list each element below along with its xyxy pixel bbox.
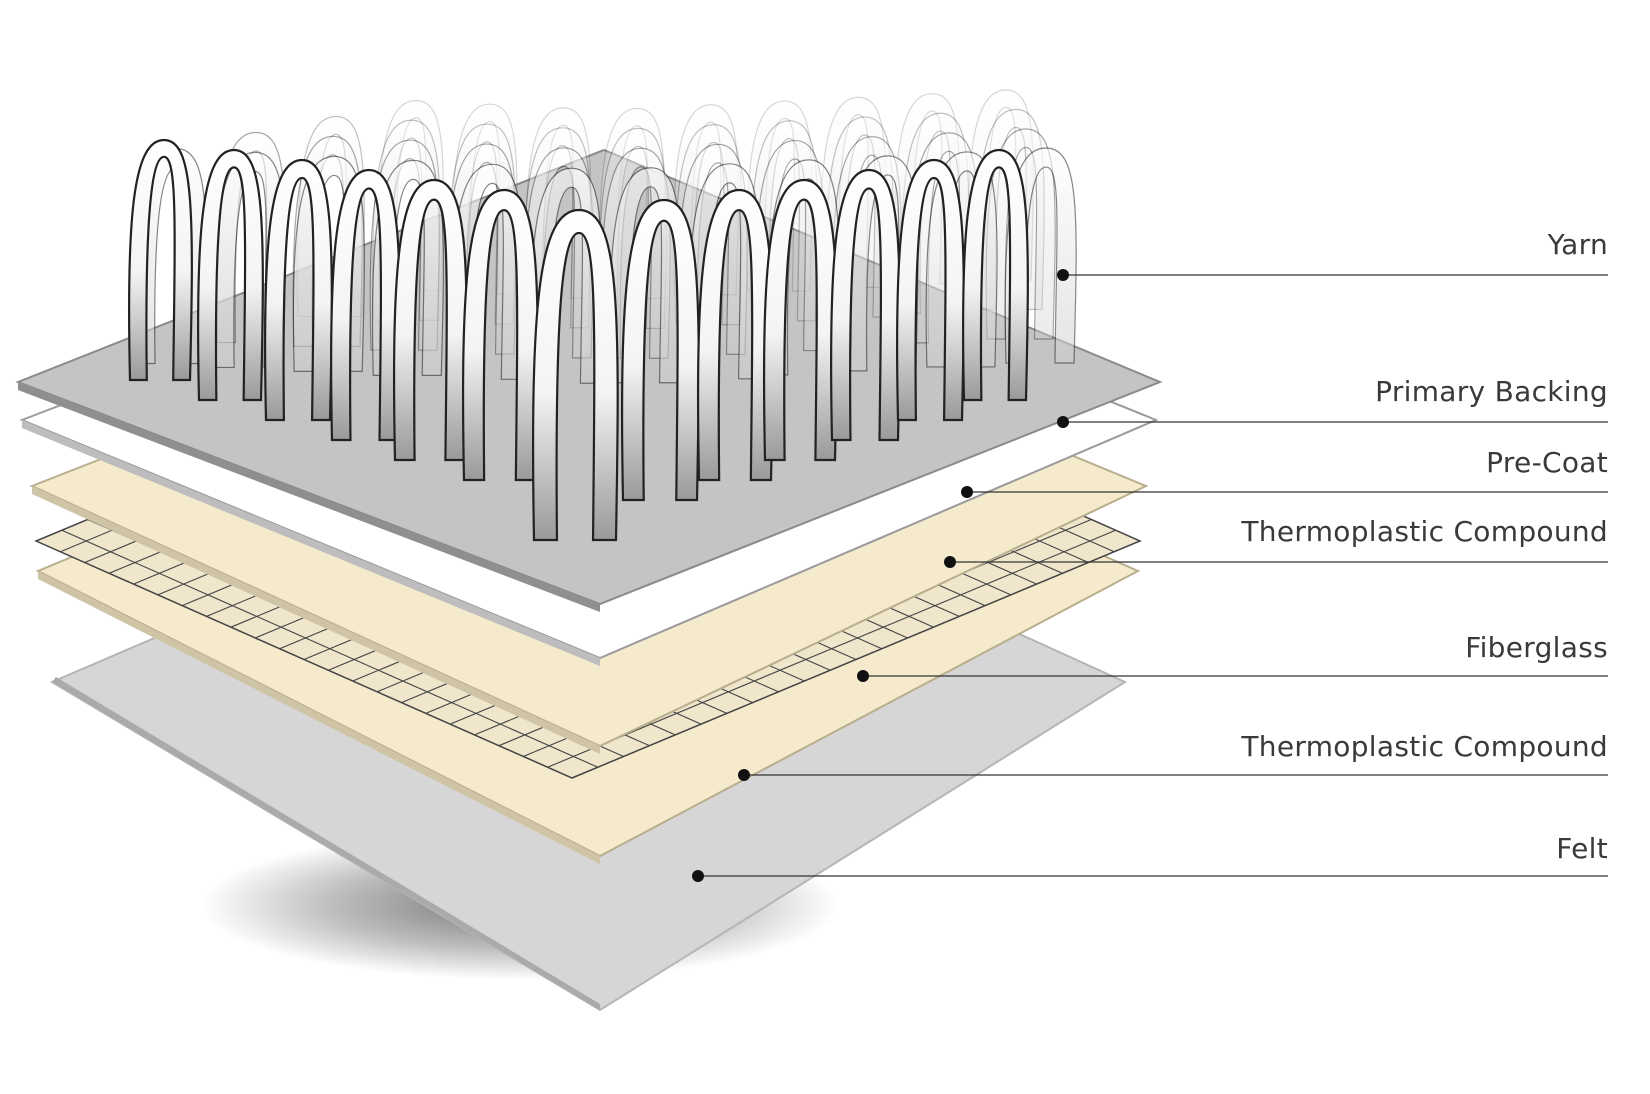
- leader-dot: [692, 870, 704, 882]
- leader-dot: [1057, 416, 1069, 428]
- leader-dot: [1057, 269, 1069, 281]
- label-pre-coat: Pre-Coat: [1486, 446, 1608, 479]
- label-yarn: Yarn: [1548, 228, 1608, 261]
- label-fiberglass: Fiberglass: [1465, 631, 1608, 664]
- label-primary-backing: Primary Backing: [1375, 375, 1608, 408]
- label-thermoplastic-bottom: Thermoplastic Compound: [1241, 730, 1608, 763]
- leader-dot: [961, 486, 973, 498]
- label-felt: Felt: [1556, 832, 1608, 865]
- leader-dot: [738, 769, 750, 781]
- leader-dot: [944, 556, 956, 568]
- label-thermoplastic-top: Thermoplastic Compound: [1241, 515, 1608, 548]
- leader-dot: [857, 670, 869, 682]
